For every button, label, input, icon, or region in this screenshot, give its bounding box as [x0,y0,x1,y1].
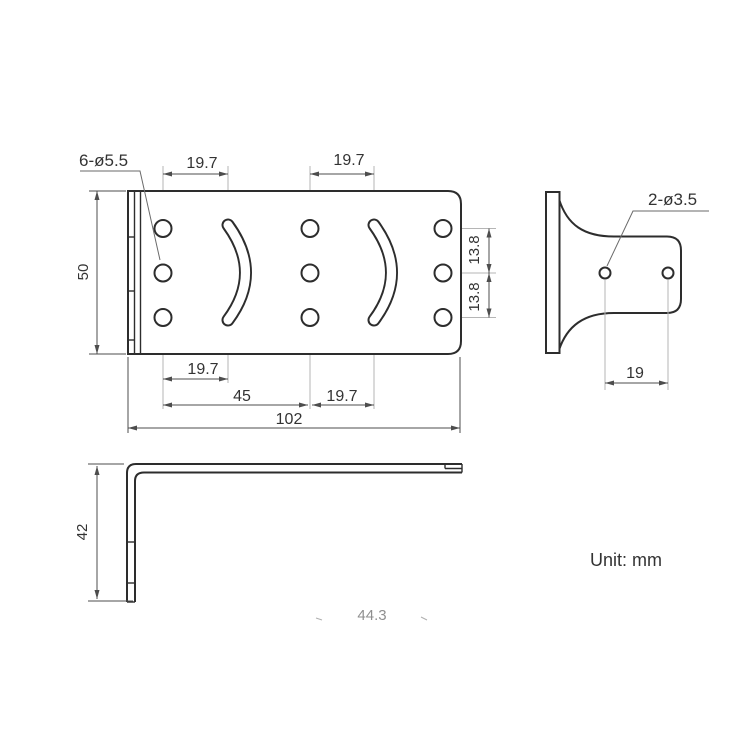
dim-top-pitch-right: 19.7 [310,152,374,177]
curved-slot-left [221,218,252,327]
hole [598,266,612,280]
dim-label: 45 [233,388,251,405]
dim-bottom-pitch-left: 19.7 [163,361,228,382]
side-view: 2-ø3.5 19 [545,190,709,390]
dim-overall-width-102: 102 [127,357,461,433]
dim-label: 19.7 [187,361,218,378]
hole [153,308,173,327]
hole [300,219,320,238]
dim-label: 42 [74,524,91,541]
hole [661,266,675,280]
dim-hole-spacing-19: 19 [604,280,669,390]
dim-height-50: 50 [75,190,126,355]
dim-label: 19.7 [326,388,357,405]
l-profile-details [127,464,463,603]
l-profile-outer [126,463,462,602]
mounting-holes [153,219,453,327]
dim-leg-height-42: 42 [74,463,133,602]
dim-label: 19.7 [333,152,364,169]
dim-label: 13.8 [466,282,483,311]
side-hole-callout: 2-ø3.5 [606,190,709,267]
plate-outline [127,190,462,355]
hole [300,263,320,283]
unit-note: Unit: mm [590,550,662,570]
dim-label: 13.8 [466,235,483,264]
hole [433,219,453,238]
dim-label: 44.3 [357,607,386,624]
dim-row-spacing: 13.8 13.8 [466,228,492,318]
dim-top-pitch-left: 19.7 [163,155,228,177]
front-view: 6-ø5.5 50 19.7 19.7 [75,151,496,433]
dim-height-label: 50 [75,264,92,281]
side-profile-outline [558,198,682,351]
dim-label: 19 [626,365,644,382]
profile-view: 42 44.3 [74,463,463,624]
side-callout-label: 2-ø3.5 [648,190,697,209]
hole-callout-label: 6-ø5.5 [79,151,128,170]
side-plate-edge [545,191,561,354]
dim-label: 102 [276,411,303,428]
hole [153,219,173,238]
dim-bottom-pitch-right: 19.7 [312,388,374,408]
dim-bottom-span-45: 45 [163,388,308,408]
flange-edge [128,191,142,354]
dim-depth-44-3: 44.3 [315,607,428,624]
hole [300,308,320,327]
dim-label: 19.7 [186,155,217,172]
hole [153,263,173,283]
hole [433,308,453,327]
curved-slot-right [367,218,398,327]
hole [433,263,453,283]
hole-callout: 6-ø5.5 [79,151,161,261]
l-profile-inner [134,471,462,602]
side-holes [598,266,675,280]
